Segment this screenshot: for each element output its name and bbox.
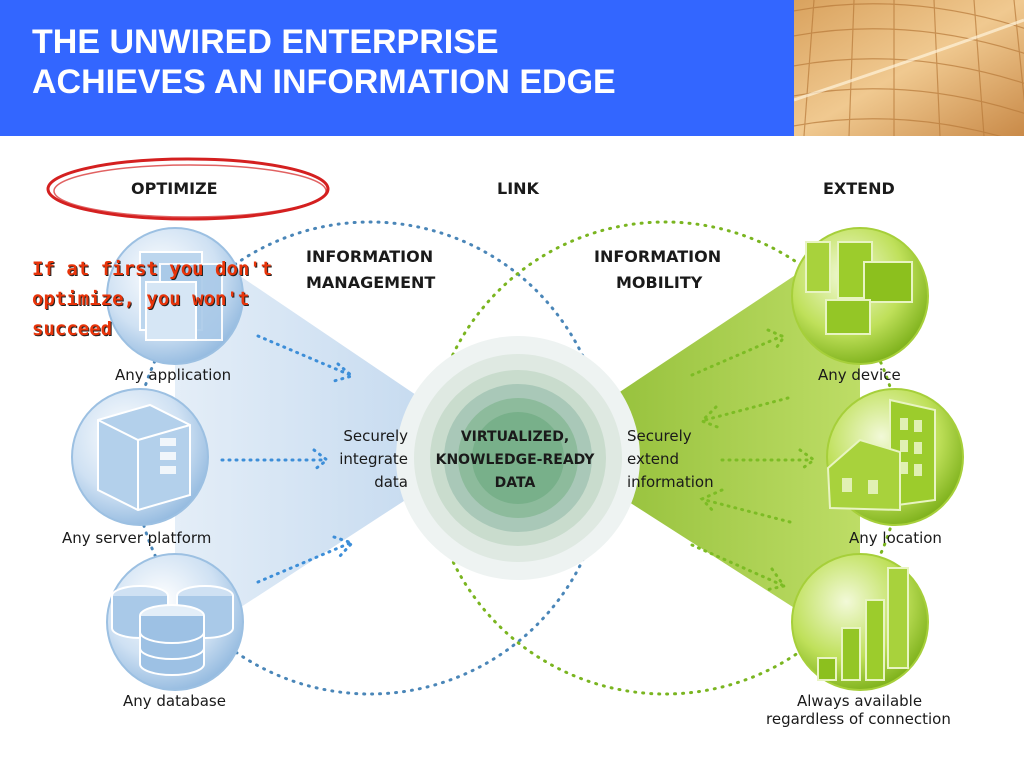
- building-icon: [826, 388, 964, 526]
- server-icon: [71, 388, 209, 526]
- arrow-always-out: [690, 543, 784, 587]
- center-data-line-2: KNOWLEDGE-READY: [435, 452, 595, 468]
- securely-extend-line-3: information: [627, 473, 714, 491]
- regardless-of-connection-label: regardless of connection: [766, 710, 951, 728]
- arrow-database: [256, 541, 352, 584]
- bar-chart-icon: [791, 553, 929, 691]
- database-icon: [106, 553, 244, 691]
- securely-integrate-line-3: data: [374, 473, 408, 491]
- device-icon: [791, 227, 929, 365]
- application-icon: [106, 227, 244, 365]
- slide-title-line-2: ACHIEVES AN INFORMATION EDGE: [32, 63, 616, 101]
- center-data-line-1: VIRTUALIZED,: [460, 429, 570, 445]
- arrow-location-in: [703, 498, 792, 524]
- optimize-highlight-ellipse: [46, 157, 330, 221]
- annotation-text: If at first you don't optimize, you won'…: [32, 254, 272, 344]
- center-data-line-3: DATA: [494, 475, 536, 491]
- any-application-label: Any application: [115, 366, 232, 384]
- link-heading: LINK: [497, 179, 539, 198]
- any-database-label: Any database: [123, 692, 226, 710]
- diagram-graphic: [46, 157, 964, 696]
- data-core-rings: [396, 336, 640, 580]
- information-mobility-label-line-1: INFORMATION: [594, 247, 722, 266]
- any-device-label: Any device: [818, 366, 901, 384]
- securely-extend-line-1: Securely: [627, 427, 692, 445]
- header-texture-image: [794, 0, 1024, 136]
- securely-integrate-line-2: integrate: [339, 450, 408, 468]
- securely-integrate-label: Securely integrate data: [336, 425, 408, 494]
- arrow-device-out: [690, 334, 784, 377]
- always-available-label: Always available: [797, 692, 923, 710]
- securely-integrate-line-1: Securely: [343, 427, 408, 445]
- information-management-label-line-1: INFORMATION: [306, 247, 434, 266]
- annotation-line-1: If at first you don't: [32, 258, 273, 280]
- arrow-device-in: [703, 396, 790, 422]
- information-mobility-label-line-2: MOBILITY: [616, 273, 703, 292]
- optimize-beam: [175, 232, 490, 650]
- annotation-line-3: succeed: [32, 318, 113, 340]
- extend-heading: EXTEND: [823, 179, 895, 198]
- slide-title-line-1: THE UNWIRED ENTERPRISE: [32, 23, 499, 61]
- any-server-platform-label: Any server platform: [62, 529, 212, 547]
- slide-title: THE UNWIRED ENTERPRISE ACHIEVES AN INFOR…: [32, 22, 616, 102]
- optimize-heading: OPTIMIZE: [131, 179, 218, 198]
- center-data-label: VIRTUALIZED, KNOWLEDGE-READY DATA: [425, 426, 605, 495]
- securely-extend-label: Securely extend information: [627, 425, 714, 494]
- arrow-application: [256, 334, 352, 377]
- annotation-line-2: optimize, you won't: [32, 288, 250, 310]
- information-management-label-line-2: MANAGEMENT: [306, 273, 436, 292]
- securely-extend-line-2: extend: [627, 450, 679, 468]
- any-location-label: Any location: [849, 529, 942, 547]
